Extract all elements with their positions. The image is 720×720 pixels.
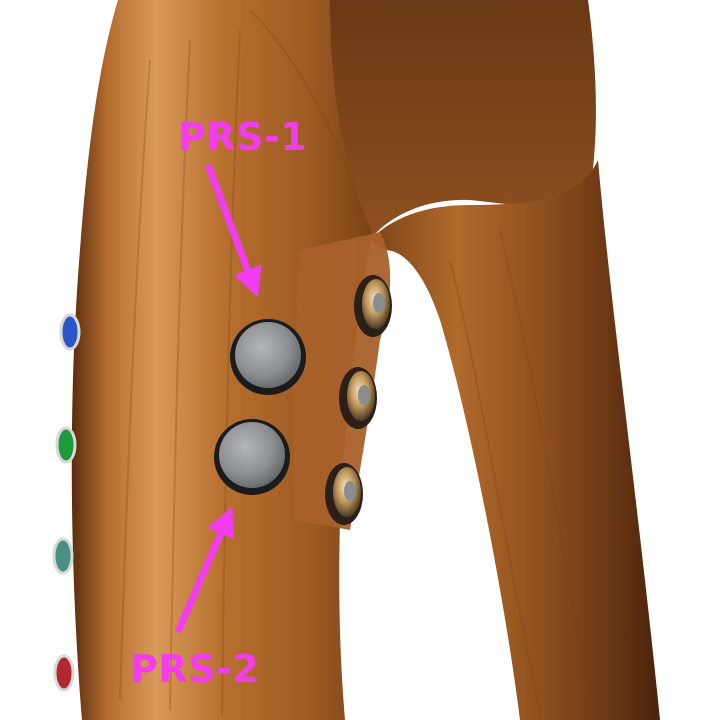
left-wood-arm: [71, 0, 373, 720]
jack-connector[interactable]: [325, 463, 363, 525]
teal-led: [52, 537, 74, 575]
pressure-sensor-button[interactable]: [214, 419, 290, 495]
edge-leds: [52, 313, 81, 692]
prs1-label: PRS-1: [178, 115, 308, 159]
blue-led: [59, 313, 81, 351]
prs1-arrow: [204, 163, 262, 298]
wood-grain: [119, 9, 591, 716]
jack-connector[interactable]: [339, 367, 377, 429]
green-led: [55, 426, 77, 464]
red-led: [53, 654, 75, 692]
jack-connector[interactable]: [354, 275, 392, 337]
prs2-arrow: [174, 506, 235, 634]
right-wood-arm: [370, 160, 660, 720]
prs2-label: PRS-2: [130, 647, 260, 691]
pressure-sensor-button[interactable]: [230, 319, 306, 395]
